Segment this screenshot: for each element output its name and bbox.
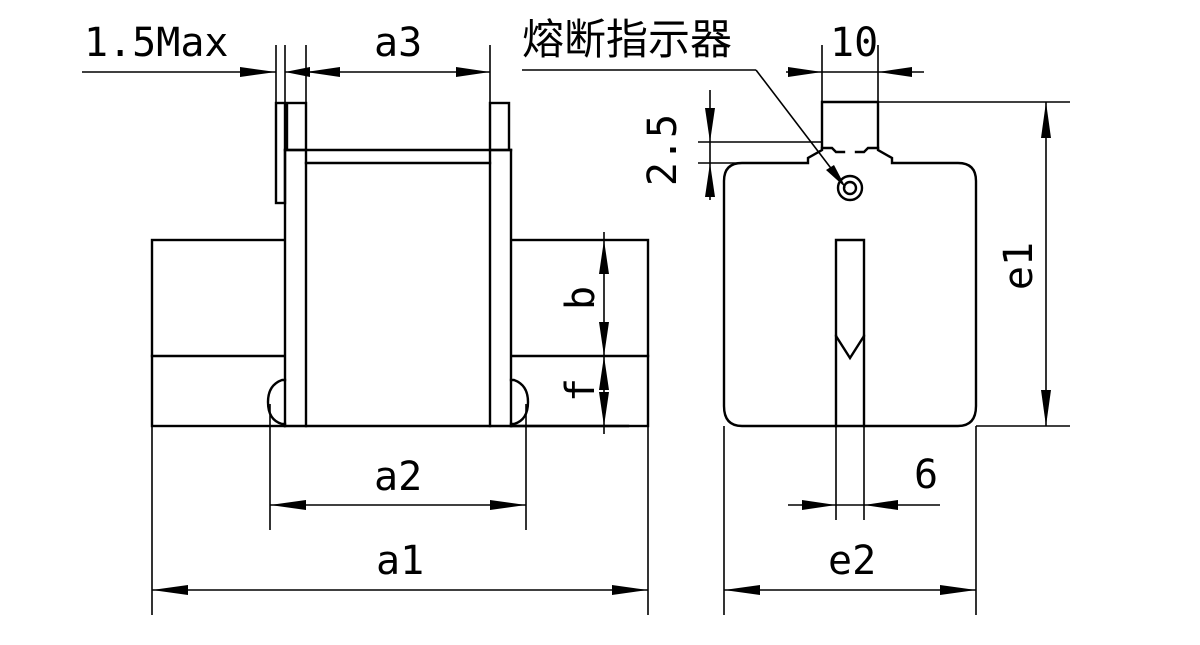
label-a2: a2	[374, 454, 422, 500]
right-lug	[509, 378, 530, 426]
dim-2-5: 2.5	[640, 90, 822, 200]
dim-1-5max: 1.5Max	[82, 20, 310, 77]
dim-a2: a2	[270, 454, 526, 510]
side-blade	[274, 101, 287, 205]
label-1-5max: 1.5Max	[84, 20, 229, 66]
label-e2: e2	[828, 538, 876, 584]
label-6: 6	[914, 452, 938, 498]
side-body-outline	[722, 100, 978, 428]
label-2-5: 2.5	[640, 114, 686, 186]
center-slot	[834, 238, 866, 361]
front-view	[150, 101, 650, 428]
label-indicator: 熔断指示器	[522, 15, 732, 64]
side-view	[722, 100, 978, 428]
dim-a3: a3	[306, 20, 490, 77]
fuse-body	[285, 150, 511, 428]
indicator-leader: 熔断指示器	[522, 15, 846, 188]
label-e1: e1	[996, 242, 1042, 290]
label-f: f	[558, 378, 604, 402]
indicator-inner	[842, 180, 858, 196]
dim-6: 6	[788, 426, 940, 520]
left-lug	[266, 378, 287, 426]
dim-10: 10	[786, 20, 924, 102]
dim-b-f: b f	[558, 232, 609, 434]
dim-e2: e2	[723, 426, 977, 615]
label-b: b	[558, 286, 604, 310]
dim-e1: e1	[878, 101, 1070, 427]
indicator-outer	[836, 174, 864, 202]
dim-a1: a1	[152, 538, 648, 595]
label-a3: a3	[374, 20, 422, 66]
label-a1: a1	[376, 538, 424, 584]
label-10: 10	[830, 20, 878, 66]
